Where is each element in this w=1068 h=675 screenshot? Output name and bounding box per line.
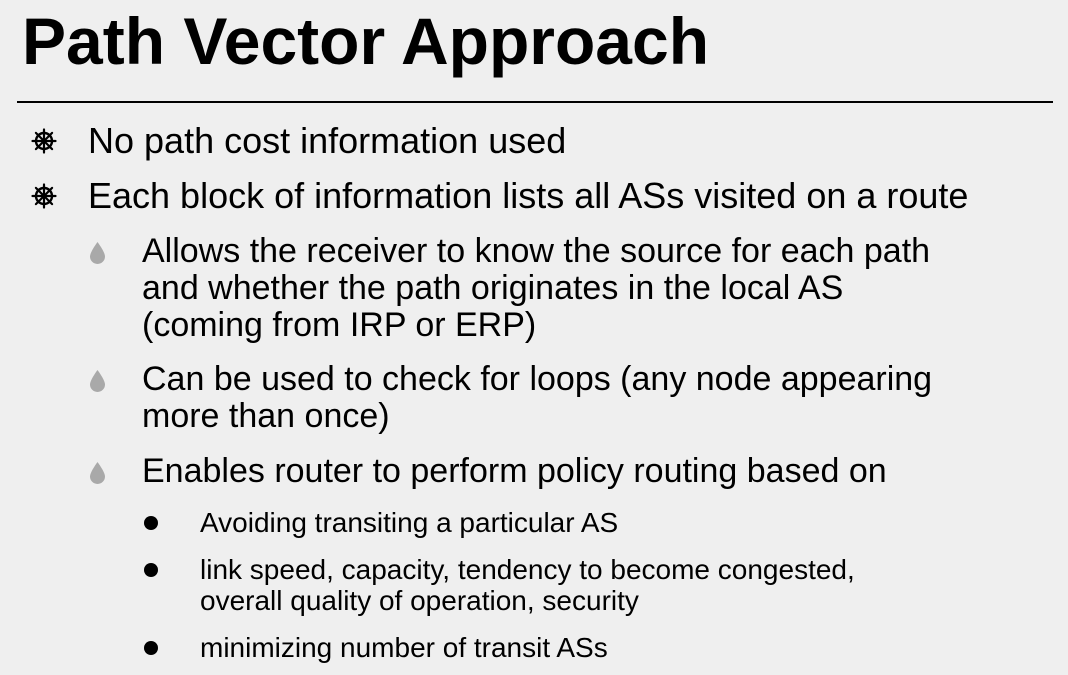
sub-sub-bullet-line: Avoiding transiting a particular AS [200, 507, 619, 538]
slide-title: Path Vector Approach [22, 4, 710, 78]
sub-bullet-line: Enables router to perform policy routing… [142, 452, 887, 490]
sub-bullet-line: Allows the receiver to know the source f… [142, 232, 931, 270]
wheel-icon [31, 183, 57, 209]
sub-sub-bullet-line: minimizing number of transit ASs [200, 632, 608, 663]
sub-sub-bullet-line: link speed, capacity, tendency to become… [200, 554, 855, 585]
dot-icon [144, 516, 158, 530]
drop-icon [90, 462, 105, 484]
dot-icon [144, 641, 158, 655]
title-divider [17, 101, 1053, 103]
bullet-text: No path cost information used [88, 120, 567, 161]
sub-bullet-line: and whether the path originates in the l… [142, 269, 844, 307]
sub-bullet-line: more than once) [142, 397, 390, 435]
drop-icon [90, 242, 105, 264]
sub-bullet-line: Can be used to check for loops (any node… [142, 360, 933, 398]
bullet-text: Each block of information lists all ASs … [88, 175, 969, 216]
wheel-icon [31, 128, 57, 154]
drop-icon [90, 370, 105, 392]
dot-icon [144, 563, 158, 577]
sub-sub-bullet-line: overall quality of operation, security [200, 585, 639, 616]
sub-bullet-line: (coming from IRP or ERP) [142, 306, 537, 344]
